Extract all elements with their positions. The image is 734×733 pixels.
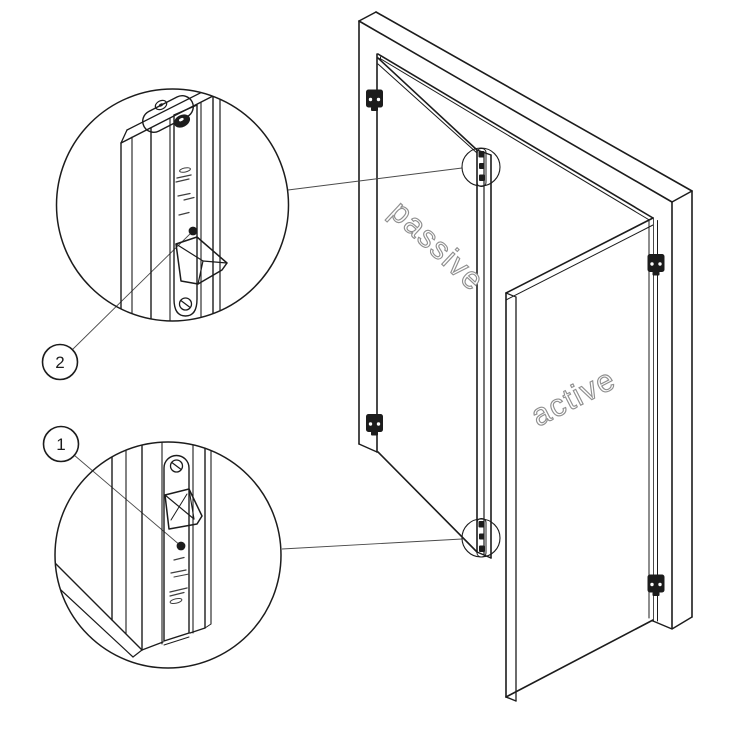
leader-line-top-detail [287, 167, 463, 191]
screw-icon [169, 459, 184, 473]
detail-view-top [55, 88, 290, 322]
flush-bolt-faceplate [163, 454, 190, 642]
passive-door: passive [377, 57, 492, 559]
detail-top-content [120, 89, 228, 321]
detail-bottom-content [55, 442, 212, 658]
screw-icon [178, 297, 193, 311]
active-door-face [506, 218, 653, 697]
bottom-flush-bolt-marker [461, 518, 501, 558]
screw-icon [173, 114, 191, 128]
hinge-icon [647, 254, 665, 276]
leader-dot-icon [176, 541, 186, 551]
callout-1-bubble: 1 [42, 425, 80, 463]
brand-mark-icon [169, 587, 188, 605]
callout-1-number: 1 [56, 435, 65, 454]
callout-2-bubble: 2 [41, 343, 79, 381]
flush-bolt-lever-icon [164, 488, 203, 530]
top-flush-bolt-marker [461, 147, 501, 187]
brand-mark-icon [175, 167, 192, 183]
passive-door-face [378, 58, 491, 558]
hinge-icon [366, 89, 383, 111]
detail-view-bottom [54, 441, 282, 669]
flush-bolt-faceplate [173, 104, 198, 317]
etched-text-marks [170, 556, 190, 578]
flush-bolt-lever-icon [175, 236, 228, 285]
etched-text-marks [177, 192, 195, 216]
leader-line-bottom-detail [281, 538, 463, 550]
hinge-icon [647, 574, 665, 596]
screw-icon [154, 99, 168, 111]
leader-line-callout-1 [73, 454, 182, 547]
leader-dot-icon [188, 226, 198, 236]
hinges [366, 89, 665, 596]
callout-2-number: 2 [55, 353, 64, 372]
active-door: active [505, 217, 654, 702]
detail-circle-bottom [54, 441, 282, 669]
hinge-icon [366, 414, 383, 436]
detail-circle-top [55, 88, 290, 322]
